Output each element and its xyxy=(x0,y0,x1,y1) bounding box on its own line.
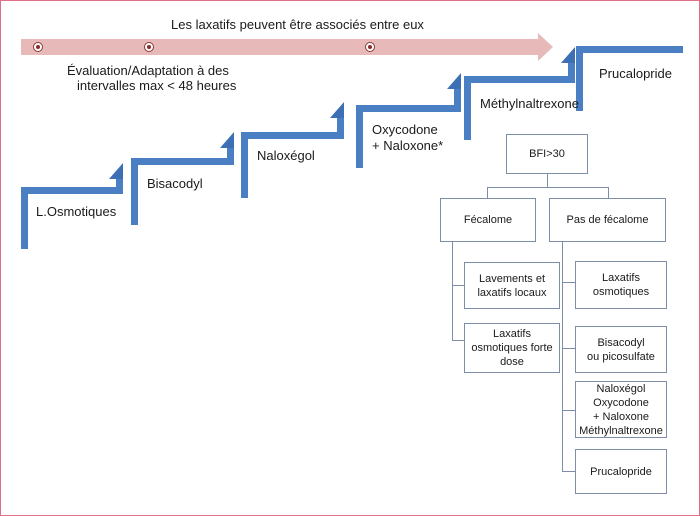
right-child-2-line2: ou picosulfate xyxy=(587,350,655,363)
arrow-caption-line2: intervalles max < 48 heures xyxy=(77,78,237,93)
arrow-label: Les laxatifs peuvent être associés entre… xyxy=(171,17,424,32)
connector-root-down xyxy=(547,173,548,187)
milestone-dot-1 xyxy=(33,42,43,52)
right-child-4-line1: Prucalopride xyxy=(590,465,652,478)
step-5-corner xyxy=(568,63,575,83)
arrow-caption-line1: Évaluation/Adaptation à des xyxy=(67,63,229,78)
right-child-2-line1: Bisacodyl xyxy=(597,336,645,349)
step-4-label-line2: + Naloxone* xyxy=(372,138,444,153)
step-4-corner xyxy=(454,89,461,112)
step-6-label: Prucalopride xyxy=(599,66,672,81)
step-5-label: Méthylnaltrexone xyxy=(480,96,579,111)
step-2-label: Bisacodyl xyxy=(147,176,203,191)
tree-left-box: Fécalome xyxy=(440,198,536,242)
step-2-bracket xyxy=(131,158,227,225)
milestone-dot-2 xyxy=(144,42,154,52)
right-child-1-box: Laxatifs osmotiques xyxy=(575,261,667,309)
tree-left-label: Fécalome xyxy=(463,214,513,226)
connector-root-horizontal xyxy=(487,187,609,188)
connector-left-child-1 xyxy=(452,285,464,286)
connector-to-right xyxy=(608,187,609,198)
step-2-corner xyxy=(227,148,234,165)
step-4-accent xyxy=(447,73,461,89)
connector-right-child-4 xyxy=(562,471,575,472)
connector-left-child-2 xyxy=(452,340,464,341)
tree-right-label: Pas de fécalome xyxy=(566,214,649,226)
milestone-dot-3 xyxy=(365,42,375,52)
connector-left-trunk xyxy=(452,241,453,341)
step-5-accent xyxy=(561,47,575,63)
left-child-1-line1: Lavements et xyxy=(478,272,546,285)
right-child-3-line4: Méthylnaltrexone xyxy=(579,424,663,437)
connector-right-child-2 xyxy=(562,348,575,349)
tree-right-box: Pas de fécalome xyxy=(549,198,666,242)
step-4-label-line1: Oxycodone xyxy=(372,122,438,137)
step-2-accent xyxy=(220,132,234,148)
step-3-label: Naloxégol xyxy=(257,148,315,163)
step-1-bracket xyxy=(21,187,116,249)
left-child-2-box: Laxatifs osmotiques forte dose xyxy=(464,323,560,373)
connector-right-child-1 xyxy=(562,282,575,283)
left-child-1-box: Lavements et laxatifs locaux xyxy=(464,262,560,309)
right-child-3-line2: Oxycodone xyxy=(593,396,649,409)
right-child-3-line1: Naloxégol xyxy=(596,382,646,395)
step-5-bracket xyxy=(464,76,568,140)
step-1-label: L.Osmotiques xyxy=(36,204,117,219)
connector-to-left xyxy=(487,187,488,198)
left-child-2-line1: Laxatifs xyxy=(493,328,531,340)
step-1-corner xyxy=(116,179,123,194)
left-child-1-line2: laxatifs locaux xyxy=(477,286,547,299)
left-child-2-line2: osmotiques forte xyxy=(471,342,553,354)
left-child-2-line3: dose xyxy=(500,356,524,368)
tree-root-box: BFI>30 xyxy=(506,134,588,174)
connector-right-child-3 xyxy=(562,410,575,411)
right-child-3-line3: + Naloxone xyxy=(593,410,649,423)
step-6-bracket xyxy=(576,46,683,111)
step-4-bracket xyxy=(356,105,454,168)
step-3-corner xyxy=(337,118,344,139)
tree-root-label: BFI>30 xyxy=(529,148,565,160)
right-child-3-box: Naloxégol Oxycodone + Naloxone Méthylnal… xyxy=(575,381,667,438)
step-3-bracket xyxy=(241,132,337,198)
step-3-accent xyxy=(330,102,344,118)
step-1-accent xyxy=(109,163,123,179)
right-child-1-line2: osmotiques xyxy=(592,286,650,298)
progress-arrow-shape xyxy=(21,33,553,61)
right-child-4-box: Prucalopride xyxy=(575,449,667,494)
right-child-2-box: Bisacodyl ou picosulfate xyxy=(575,326,667,373)
connector-right-trunk xyxy=(562,241,563,471)
right-child-1-line1: Laxatifs xyxy=(602,272,640,284)
